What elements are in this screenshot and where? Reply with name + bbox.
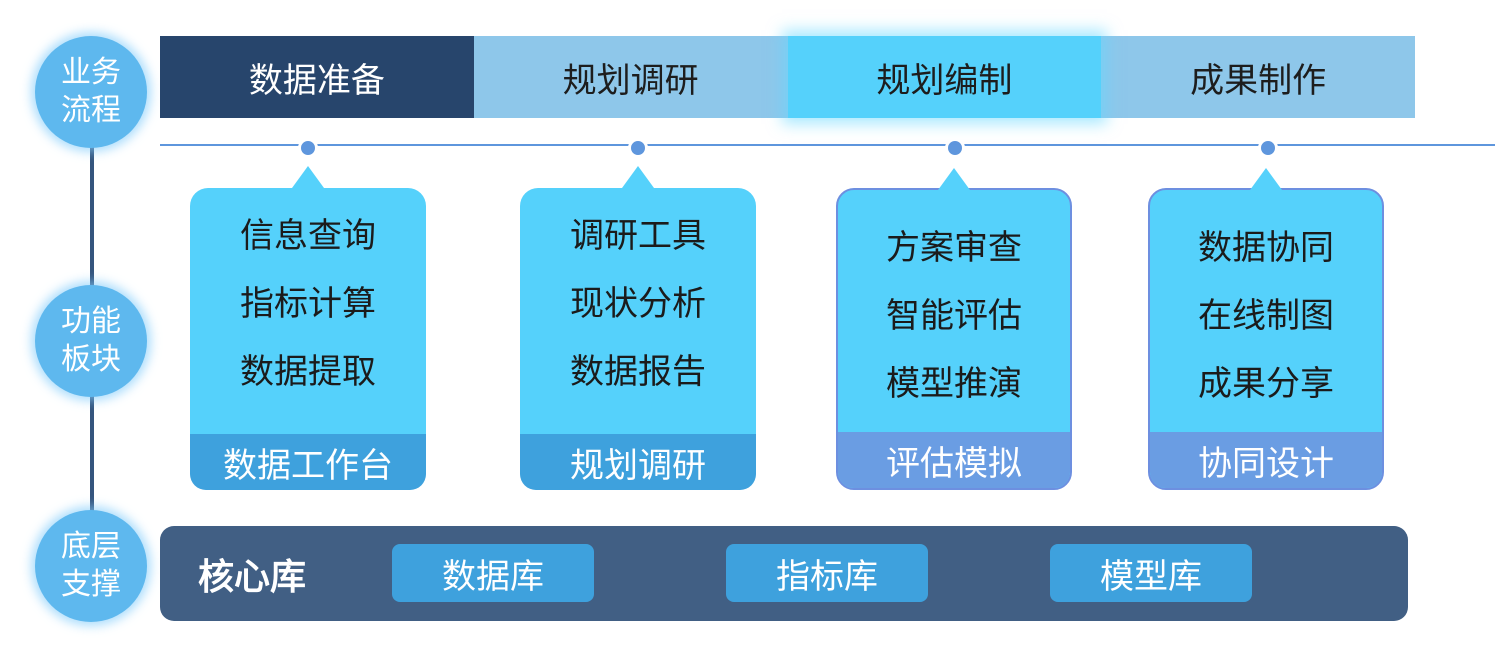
module-card-collaborative-design: 数据协同 在线制图 成果分享 协同设计	[1148, 168, 1384, 490]
module-card-footer: 数据工作台	[190, 434, 426, 490]
side-label-modules: 功能板块	[35, 285, 147, 397]
module-item: 调研工具	[570, 216, 706, 256]
process-step-compilation: 规划编制	[787, 36, 1102, 118]
module-card-data-workbench: 信息查询 指标计算 数据提取 数据工作台	[190, 166, 426, 490]
module-card-planning-research: 调研工具 现状分析 数据报告 规划调研	[520, 166, 756, 490]
core-library-bar: 核心库 数据库 指标库 模型库	[160, 526, 1408, 621]
side-label-support: 底层支撑	[35, 510, 147, 622]
card-pointer	[622, 166, 654, 188]
timeline-dot	[298, 138, 318, 158]
module-item: 数据报告	[570, 352, 706, 392]
timeline-dot	[945, 138, 965, 158]
process-step-research: 规划调研	[473, 36, 788, 118]
module-item: 成果分享	[1198, 364, 1334, 404]
module-card-footer: 协同设计	[1150, 432, 1382, 488]
module-item: 现状分析	[570, 284, 706, 324]
side-label-process: 业务流程	[35, 36, 147, 148]
module-card-evaluation-simulation: 方案审查 智能评估 模型推演 评估模拟	[836, 168, 1072, 490]
side-label-modules-text: 功能板块	[61, 304, 121, 377]
module-item: 方案审查	[886, 228, 1022, 268]
module-item: 数据提取	[240, 352, 376, 392]
card-pointer	[938, 168, 970, 190]
core-library-title: 核心库	[198, 556, 307, 598]
timeline-dot	[1258, 138, 1278, 158]
module-item-list: 方案审查 智能评估 模型推演	[838, 214, 1070, 418]
module-item-list: 信息查询 指标计算 数据提取	[190, 202, 426, 406]
timeline-line	[160, 144, 1495, 146]
card-pointer	[292, 166, 324, 188]
timeline-dot	[628, 138, 648, 158]
core-item-indicator-library: 指标库	[726, 544, 928, 602]
module-item: 模型推演	[886, 364, 1022, 404]
module-item: 信息查询	[240, 216, 376, 256]
process-tabs: 数据准备 规划调研 规划编制 成果制作	[160, 36, 1415, 118]
module-card-footer: 规划调研	[520, 434, 756, 490]
module-item-list: 调研工具 现状分析 数据报告	[520, 202, 756, 406]
module-item: 智能评估	[886, 296, 1022, 336]
card-pointer	[1250, 168, 1282, 190]
module-item: 在线制图	[1198, 296, 1334, 336]
side-label-support-text: 底层支撑	[61, 529, 121, 602]
core-item-database: 数据库	[392, 544, 594, 602]
side-label-process-text: 业务流程	[61, 55, 121, 128]
core-item-model-library: 模型库	[1050, 544, 1252, 602]
module-item: 数据协同	[1198, 228, 1334, 268]
process-step-deliverables: 成果制作	[1101, 36, 1415, 118]
module-item-list: 数据协同 在线制图 成果分享	[1150, 214, 1382, 418]
module-item: 指标计算	[240, 284, 376, 324]
process-step-data-prep: 数据准备	[160, 36, 474, 118]
module-card-footer: 评估模拟	[838, 432, 1070, 488]
